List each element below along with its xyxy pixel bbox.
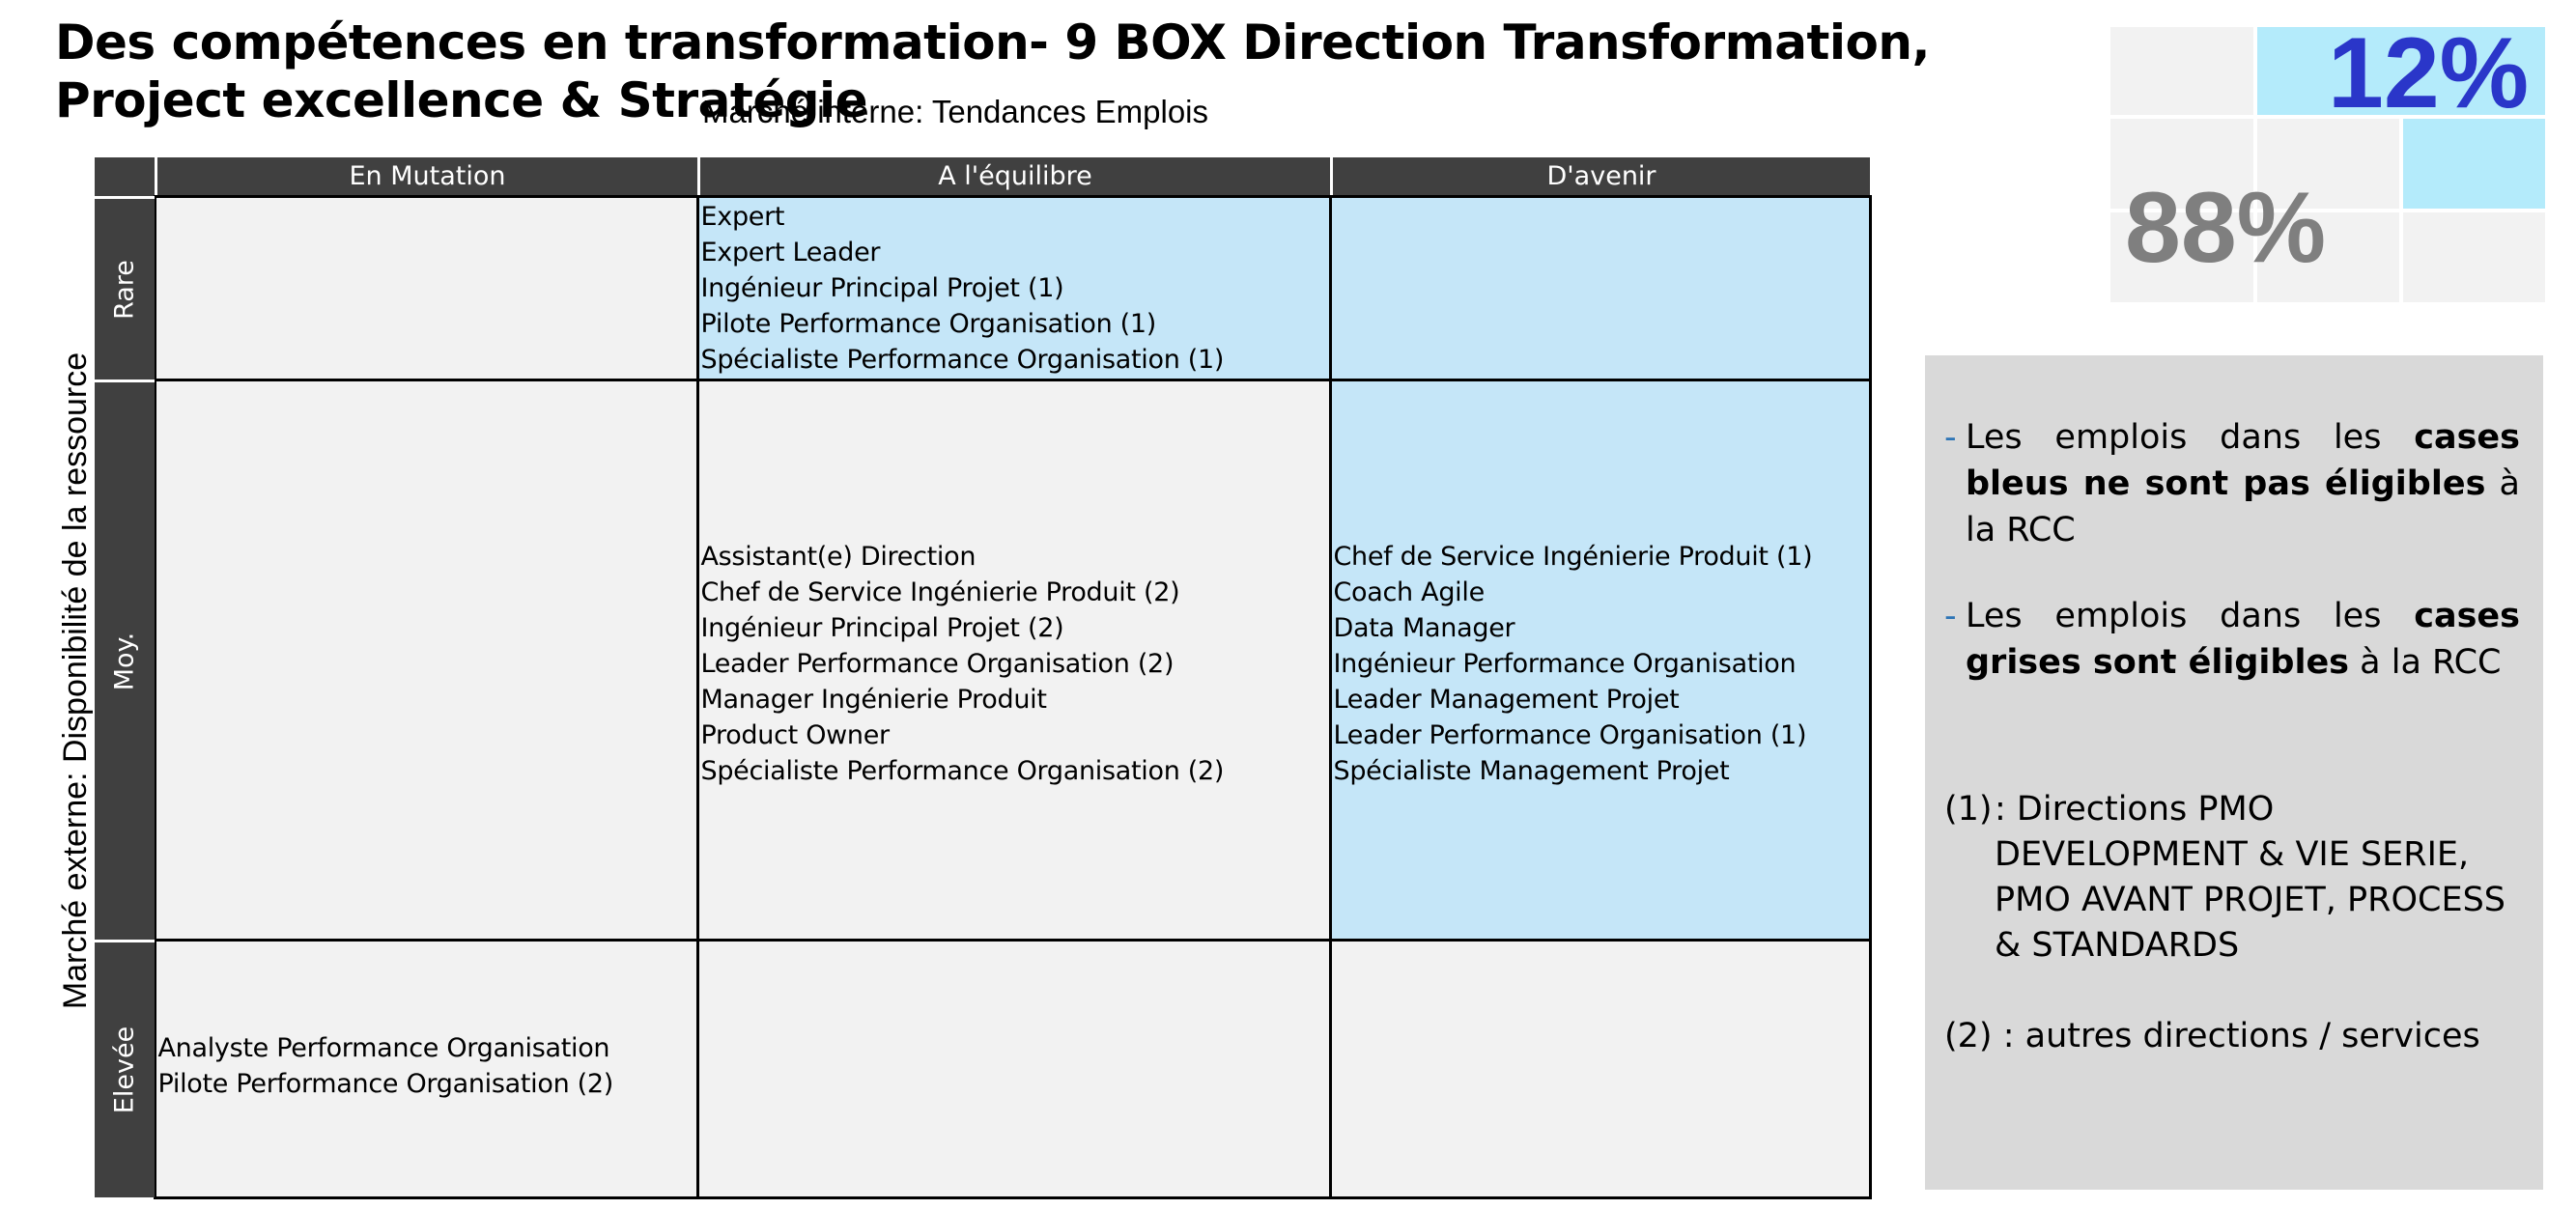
cell-rare-avenir — [1328, 194, 1872, 381]
column-header-avenir: D'avenir — [1330, 157, 1870, 196]
page-title: Des compétences en transformation- 9 BOX… — [55, 14, 1931, 128]
job-title: Leader Performance Organisation (2) — [700, 648, 1175, 679]
footnote-2: (2) : autres directions / services — [1944, 1017, 2480, 1055]
job-title: Spécialiste Performance Organisation (2) — [700, 755, 1225, 786]
mini-box — [2110, 212, 2253, 302]
legend-bullet-grey: -Les emplois dans les cases grises sont … — [1944, 593, 2520, 686]
y-axis-label: Marché externe: Disponibilité de la ress… — [57, 351, 94, 1010]
mini-box — [2110, 27, 2253, 115]
mini-nine-box — [2110, 27, 2545, 302]
job-title: Expert — [700, 201, 785, 232]
row-header-moy: Moy. — [95, 380, 155, 940]
mini-box-blue — [2257, 27, 2545, 115]
legend-bullet-blue: -Les emplois dans les cases bleus ne son… — [1944, 414, 2520, 553]
legend-text: à la RCC — [1966, 464, 2520, 549]
job-title: Chef de Service Ingénierie Produit (2) — [700, 576, 1180, 607]
legend-bold-text: cases bleus ne sont pas éligibles — [1966, 418, 2520, 503]
blue-percentage: 12% — [2328, 17, 2530, 129]
cell-rare-mutation — [153, 194, 699, 381]
legend-panel: -Les emplois dans les cases bleus ne son… — [1925, 355, 2543, 1190]
job-title: Spécialiste Performance Organisation (1) — [700, 344, 1225, 375]
job-title: Data Manager — [1333, 612, 1515, 643]
job-title: Assistant(e) Direction — [700, 541, 977, 572]
mini-box — [2110, 119, 2253, 209]
job-title: Coach Agile — [1333, 576, 1486, 607]
row-header-elevee: Elevée — [95, 940, 155, 1197]
x-axis-label: Marché interne: Tendances Emplois — [702, 94, 1209, 129]
job-title: Chef de Service Ingénierie Produit (1) — [1333, 541, 1813, 572]
grid-corner — [95, 157, 155, 196]
nine-box-grid: En Mutation A l'équilibre D'avenir Rare … — [95, 157, 1872, 1199]
mini-box — [2257, 119, 2399, 209]
job-title: Analyste Performance Organisation — [157, 1032, 610, 1063]
mini-box-blue — [2403, 119, 2545, 209]
job-title: Product Owner — [700, 719, 891, 750]
cell-moy-avenir: Chef de Service Ingénierie Produit (1) Co… — [1328, 378, 1872, 942]
job-title: Pilote Performance Organisation (2) — [157, 1068, 614, 1099]
bullet-dash: - — [1944, 597, 1957, 635]
footnote-1: (1) : Directions PMO DEVELOPMENT & VIE S… — [1944, 787, 2520, 969]
legend-bold-text: cases grises sont éligibles — [1966, 597, 2520, 682]
job-title: Spécialiste Management Projet — [1333, 755, 1730, 786]
cell-elevee-equilibre — [695, 938, 1332, 1199]
row-header-label: Rare — [109, 259, 140, 320]
job-title: Pilote Performance Organisation (1) — [700, 308, 1157, 339]
column-header-equilibre: A l'équilibre — [697, 157, 1330, 196]
legend-text: Les emplois dans les — [1966, 597, 2415, 635]
footnote-number: (1) — [1944, 790, 1993, 829]
grey-percentage: 88% — [2125, 172, 2327, 284]
cell-moy-mutation — [153, 378, 699, 942]
mini-box — [2403, 212, 2545, 302]
job-title: Expert Leader — [700, 237, 881, 267]
row-header-rare: Rare — [95, 196, 155, 380]
legend-text: à la RCC — [2349, 643, 2502, 682]
job-title: Ingénieur Principal Projet (1) — [700, 272, 1064, 303]
footnote-text: : Directions PMO DEVELOPMENT & VIE SERIE… — [1995, 790, 2506, 965]
row-header-label: Elevée — [109, 1026, 140, 1114]
legend-text: Les emplois dans les — [1966, 418, 2415, 457]
job-title: Manager Ingénierie Produit — [700, 684, 1047, 715]
cell-elevee-avenir — [1328, 938, 1872, 1199]
column-header-mutation: En Mutation — [155, 157, 697, 196]
job-title: Leader Management Projet — [1333, 684, 1680, 715]
job-title: Ingénieur Performance Organisation — [1333, 648, 1797, 679]
job-title: Ingénieur Principal Projet (2) — [700, 612, 1064, 643]
mini-box — [2257, 212, 2399, 302]
row-header-label: Moy. — [109, 632, 140, 690]
job-title: Leader Performance Organisation (1) — [1333, 719, 1807, 750]
bullet-dash: - — [1944, 418, 1957, 457]
